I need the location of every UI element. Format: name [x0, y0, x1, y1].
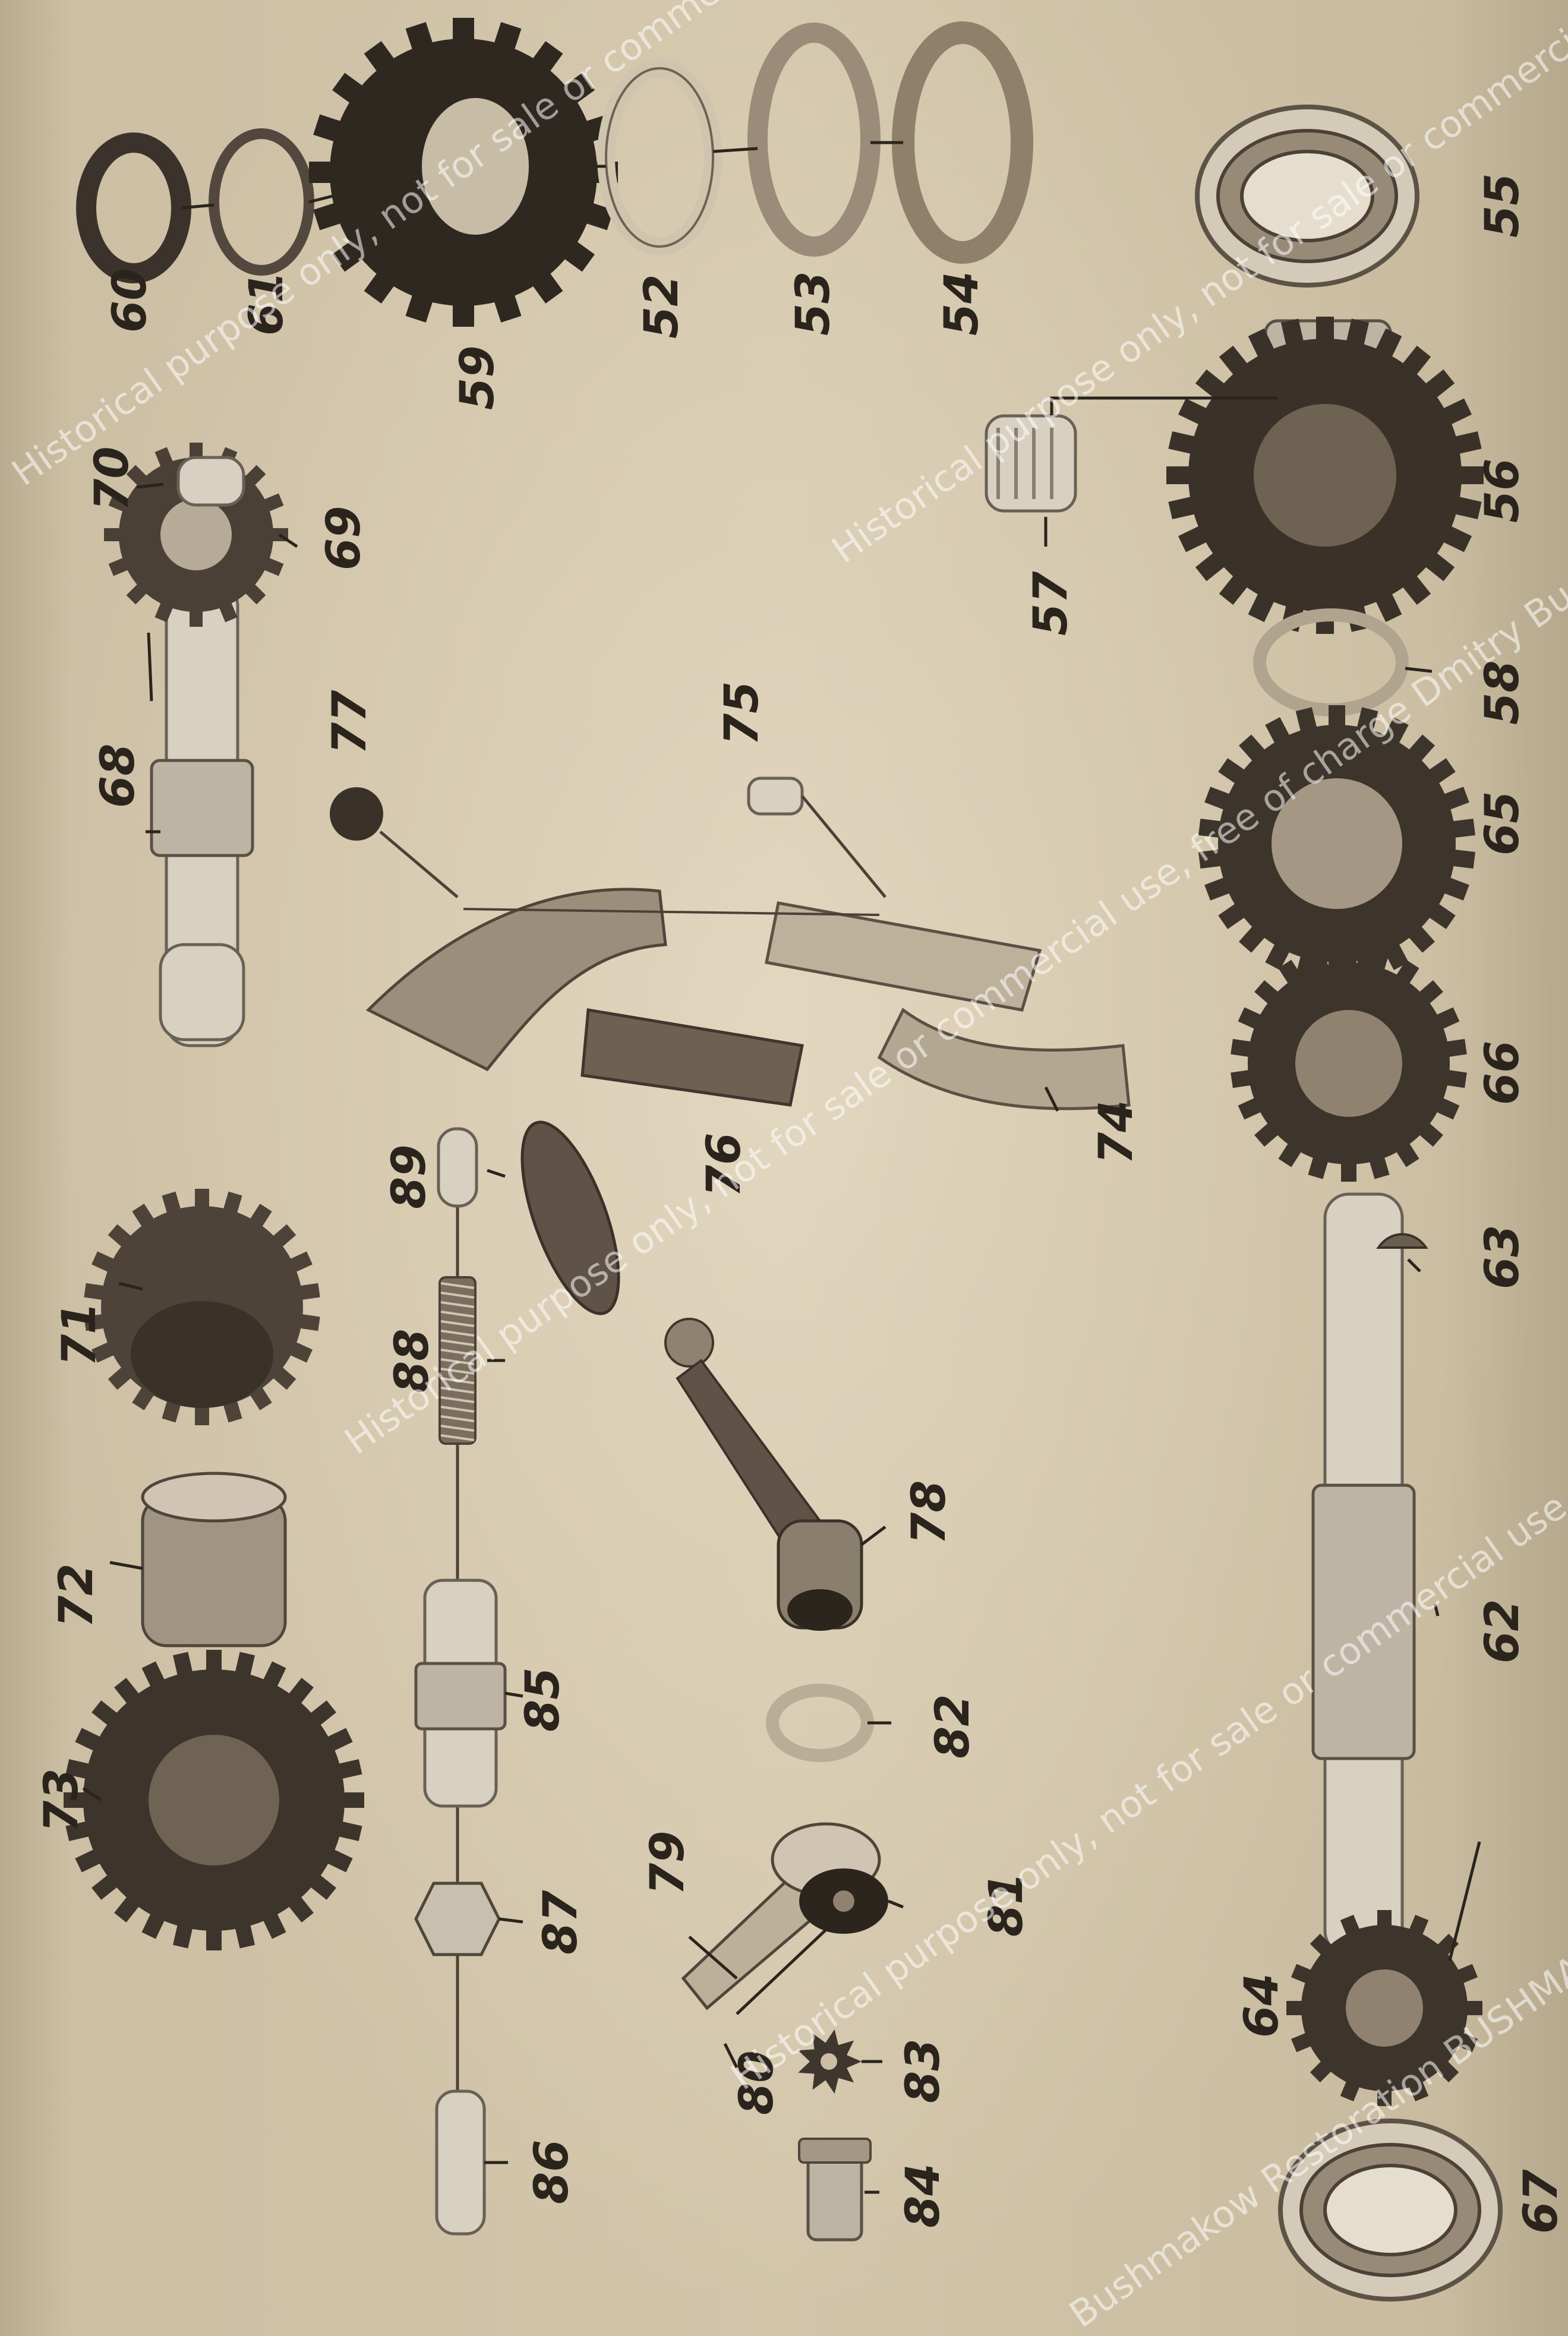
part-label-60: 60	[103, 268, 157, 333]
cam-81	[799, 1868, 888, 1934]
pin-89	[438, 1129, 477, 1206]
gear-56	[1166, 317, 1484, 634]
part-label-74: 74	[1090, 1100, 1143, 1164]
gear-73	[64, 1650, 364, 1950]
part-label-57: 57	[1024, 571, 1078, 636]
part-label-77: 77	[323, 690, 377, 755]
part-label-59: 59	[451, 345, 504, 410]
sleeve-72	[143, 1473, 285, 1646]
guide-85	[416, 1580, 505, 1806]
part-label-56: 56	[1476, 458, 1529, 523]
part-label-68: 68	[92, 743, 145, 808]
washer-61	[214, 134, 309, 270]
nut-60	[86, 143, 181, 273]
part-label-78: 78	[903, 1480, 956, 1545]
shaft-end-70	[178, 457, 244, 505]
part-label-69: 69	[317, 506, 371, 570]
part-label-67: 67	[1515, 2169, 1568, 2234]
plunger-86	[437, 2091, 484, 2234]
part-label-83: 83	[897, 2038, 950, 2103]
part-label-82: 82	[926, 1694, 980, 1759]
part-label-79: 79	[641, 1830, 695, 1895]
part-label-75: 75	[715, 681, 769, 746]
part-label-70: 70	[86, 446, 139, 511]
shaft-68	[152, 582, 253, 1046]
ball-knob-77	[330, 787, 458, 897]
gear-71	[84, 1189, 320, 1425]
washer-53	[758, 33, 870, 247]
part-label-71: 71	[53, 1302, 106, 1366]
main-shaft-62	[1313, 1194, 1414, 1955]
part-label-52: 52	[635, 274, 689, 339]
part-label-86: 86	[525, 2139, 579, 2204]
washer-54	[903, 33, 1022, 252]
part-label-89: 89	[383, 1144, 436, 1209]
part-label-62: 62	[1476, 1599, 1529, 1663]
part-label-72: 72	[50, 1563, 103, 1628]
nut-87	[416, 1883, 499, 1955]
part-label-87: 87	[534, 1890, 588, 1955]
part-label-84: 84	[897, 2163, 950, 2228]
part-label-65: 65	[1476, 791, 1529, 856]
part-label-54: 54	[935, 271, 989, 336]
part-label-73: 73	[35, 1768, 89, 1833]
part-label-64: 64	[1235, 1973, 1289, 2038]
detent-pin-75	[749, 778, 885, 897]
part-label-66: 66	[1476, 1040, 1529, 1105]
part-label-63: 63	[1476, 1224, 1529, 1289]
lever-78	[665, 1319, 862, 1631]
washer-82	[772, 1690, 867, 1756]
part-label-85: 85	[516, 1667, 570, 1732]
part-label-55: 55	[1476, 173, 1529, 238]
bolt-84	[799, 2139, 870, 2240]
washer-52	[606, 68, 713, 247]
gear-66	[1231, 945, 1467, 1182]
part-label-53: 53	[787, 271, 840, 336]
